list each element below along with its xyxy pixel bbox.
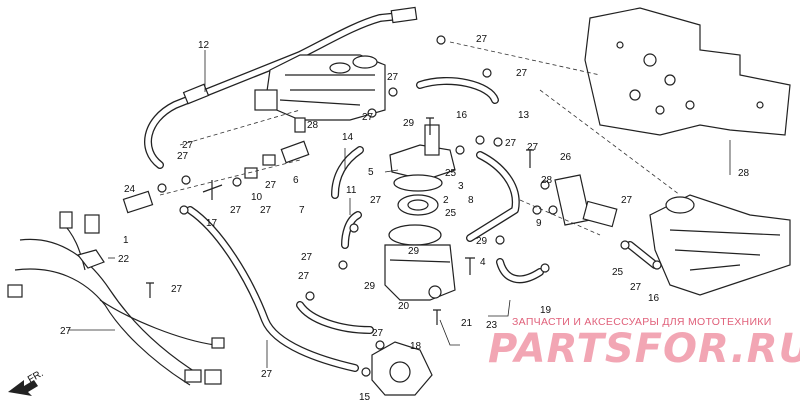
callout-label: 2 bbox=[443, 195, 449, 206]
pump-cover bbox=[361, 341, 433, 396]
callout-label: 13 bbox=[518, 110, 530, 121]
callout-label: 28 bbox=[307, 120, 319, 131]
callout-label: 23 bbox=[486, 320, 498, 331]
callout-label: 4 bbox=[480, 257, 486, 268]
watermark-caption: ЗАПЧАСТИ И АКСЕССУАРЫ ДЛЯ МОТОТЕХНИКИ bbox=[512, 316, 772, 328]
callout-label: 27 bbox=[527, 142, 539, 153]
callout-label: 6 bbox=[293, 175, 299, 186]
hose-11 bbox=[341, 211, 362, 249]
hose-13 bbox=[416, 76, 499, 104]
callout-label: 16 bbox=[648, 293, 660, 304]
connector-17 bbox=[202, 180, 223, 200]
front-direction-arrow: FR. bbox=[8, 368, 45, 396]
callout-label: 27 bbox=[261, 369, 273, 380]
callout-label: 25 bbox=[445, 168, 457, 179]
callout-label: 29 bbox=[364, 281, 376, 292]
callout-label: 27 bbox=[182, 140, 194, 151]
callout-label: 24 bbox=[124, 184, 136, 195]
callout-label: 20 bbox=[398, 301, 410, 312]
callout-label: 1 bbox=[123, 235, 129, 246]
callout-label: 3 bbox=[458, 181, 464, 192]
callout-label: 27 bbox=[505, 138, 517, 149]
callout-label: 27 bbox=[301, 252, 313, 263]
sensor-6 bbox=[280, 117, 310, 164]
callout-label: 27 bbox=[476, 34, 488, 45]
intake-manifold bbox=[254, 54, 386, 121]
callout-label: 27 bbox=[621, 195, 633, 206]
callout-label: 21 bbox=[461, 318, 473, 329]
callout-label: 17 bbox=[206, 218, 218, 229]
hose-15 bbox=[186, 206, 359, 372]
clips bbox=[157, 35, 662, 350]
callout-label: 27 bbox=[298, 271, 310, 282]
callout-label: 27 bbox=[177, 151, 189, 162]
callout-label: 18 bbox=[410, 341, 422, 352]
callout-label: 28 bbox=[541, 175, 553, 186]
callout-label: 27 bbox=[362, 112, 374, 123]
hose-14 bbox=[331, 146, 364, 199]
callout-label: 27 bbox=[370, 195, 382, 206]
wire-harness-21 bbox=[7, 211, 225, 386]
watermark-brand: PARTSFOR.RU bbox=[488, 326, 800, 372]
callout-label: 27 bbox=[387, 72, 399, 83]
callout-label: 15 bbox=[359, 392, 371, 403]
pipe-10 bbox=[244, 154, 276, 179]
hose-19 bbox=[496, 258, 544, 284]
callout-label: 5 bbox=[368, 167, 374, 178]
callout-label: 8 bbox=[468, 195, 474, 206]
callout-label: 16 bbox=[456, 110, 468, 121]
callout-label: 27 bbox=[516, 68, 528, 79]
callout-label: 22 bbox=[118, 254, 130, 265]
water-joint-9 bbox=[554, 174, 618, 228]
callout-label: 27 bbox=[260, 205, 272, 216]
mounting-plate-1 bbox=[584, 7, 791, 136]
callout-label: 11 bbox=[346, 185, 357, 196]
callout-label: 10 bbox=[251, 192, 263, 203]
water-pipe-8 bbox=[466, 151, 520, 242]
callout-label: 19 bbox=[540, 305, 552, 316]
callout-label: 27 bbox=[265, 180, 277, 191]
callout-label: 27 bbox=[630, 282, 642, 293]
sensor-24 bbox=[122, 190, 154, 214]
reference-lines bbox=[159, 41, 681, 236]
callout-label: 29 bbox=[408, 246, 420, 257]
leader-lines bbox=[68, 50, 731, 368]
thermostat-housing-assembly bbox=[384, 124, 456, 301]
callout-label: 29 bbox=[403, 118, 415, 129]
callout-label: 7 bbox=[299, 205, 305, 216]
callout-label: 26 bbox=[560, 152, 572, 163]
callout-label: 25 bbox=[612, 267, 624, 278]
callout-label: 28 bbox=[738, 168, 750, 179]
callout-labels: 12 27 27 27 13 29 16 27 27 28 14 27 24 2… bbox=[60, 34, 750, 403]
engine-block-right bbox=[649, 194, 791, 296]
callout-label: 29 bbox=[476, 236, 488, 247]
bolts bbox=[146, 117, 534, 325]
hose-16-right bbox=[626, 241, 659, 269]
callout-label: 12 bbox=[198, 40, 210, 51]
callout-label: 9 bbox=[536, 218, 542, 229]
callout-label: 25 bbox=[445, 208, 457, 219]
callout-label: 27 bbox=[171, 284, 183, 295]
callout-label: 27 bbox=[230, 205, 242, 216]
front-direction-label: FR. bbox=[26, 368, 45, 386]
hose-18 bbox=[296, 301, 374, 334]
callout-label: 27 bbox=[372, 328, 384, 339]
callout-label: 27 bbox=[60, 326, 72, 337]
callout-label: 14 bbox=[342, 132, 354, 143]
